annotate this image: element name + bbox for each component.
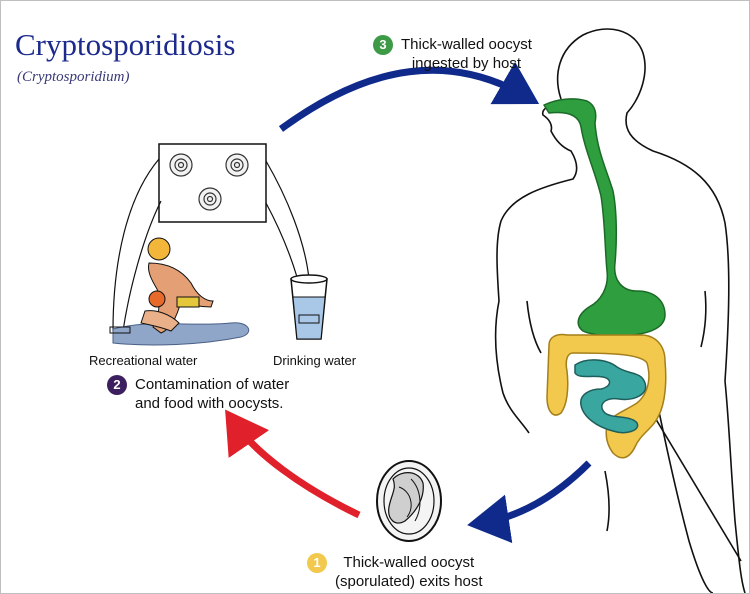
- drinking-glass: [290, 274, 328, 340]
- label-drinking-water: Drinking water: [273, 353, 357, 368]
- digestive-tract: [543, 98, 667, 459]
- sporulated-oocyst: [376, 460, 442, 542]
- step-3-text: Thick-walled oocyst ingested by host: [401, 35, 532, 73]
- step-3-callout: 3 Thick-walled oocyst ingested by host: [373, 35, 532, 73]
- oocyst-magnification: [112, 143, 310, 332]
- step-1-callout: 1 Thick-walled oocyst (sporulated) exits…: [307, 553, 483, 591]
- step-2-callout: 2 Contamination of water and food with o…: [107, 375, 289, 413]
- step-1-text: Thick-walled oocyst (sporulated) exits h…: [335, 553, 483, 591]
- arrow-exit: [467, 460, 592, 544]
- step-3-badge: 3: [373, 35, 393, 55]
- label-recreational-water: Recreational water: [89, 353, 198, 368]
- swimming-scene: [109, 237, 250, 346]
- step-3-line2: ingested by host: [411, 55, 522, 72]
- step-2-badge: 2: [107, 375, 127, 395]
- arrow-ingestion: [278, 61, 540, 132]
- step-2-line1: Contamination of water: [135, 376, 290, 393]
- page-title: Cryptosporidiosis: [15, 27, 236, 62]
- step-1-line1: Thick-walled oocyst: [343, 554, 475, 571]
- step-1-badge: 1: [307, 553, 327, 573]
- step-2-line2: and food with oocysts.: [135, 395, 284, 412]
- step-1-line2: (sporulated) exits host: [335, 573, 483, 590]
- arrow-contamination: [225, 409, 361, 519]
- page-subtitle: (Cryptosporidium): [17, 69, 130, 85]
- step-3-line1: Thick-walled oocyst: [401, 36, 532, 53]
- step-2-text: Contamination of water and food with ooc…: [135, 375, 289, 413]
